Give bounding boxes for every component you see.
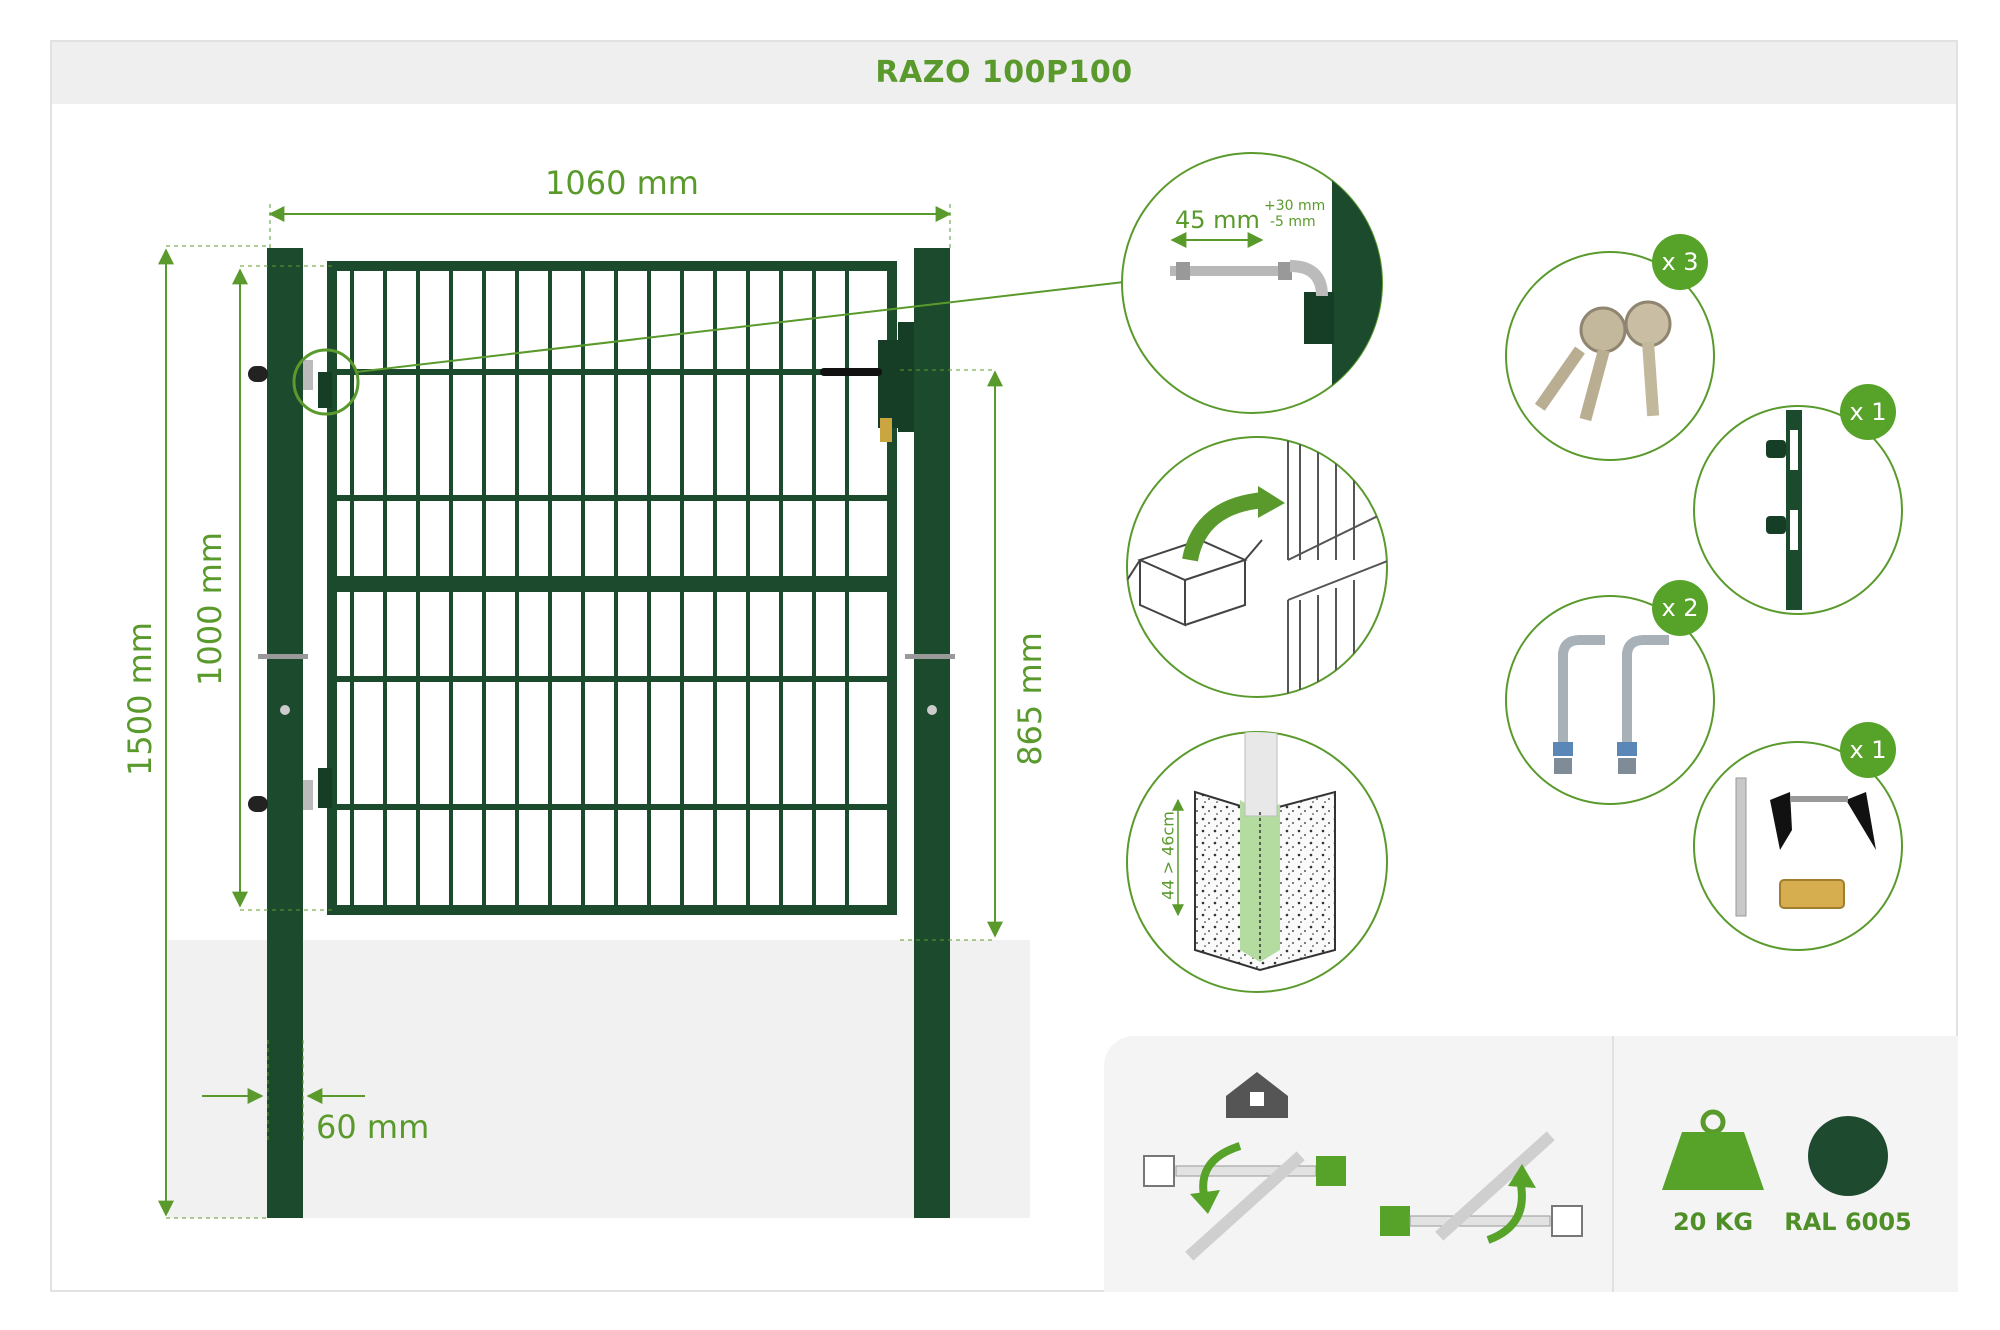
foundation-depth-label: 44 > 46cm — [1158, 811, 1178, 900]
hinge-bolts-count-badge: x 2 — [1652, 580, 1708, 636]
weight-icon — [1662, 1109, 1764, 1190]
gate-leaf — [327, 261, 897, 915]
handle-set-icon — [1693, 741, 1903, 951]
page-title: RAZO 100P100 — [875, 55, 1133, 90]
house-icon — [1226, 1072, 1288, 1118]
lock-box — [820, 322, 914, 442]
detail-hinge-bolt — [1121, 152, 1383, 414]
detail-foundation — [1126, 731, 1388, 993]
hinge-top — [248, 360, 332, 408]
hinge-tolerance-minus: -5 mm — [1270, 214, 1316, 230]
hinge-length-label: 45 mm — [1175, 206, 1260, 234]
title-bar — [52, 42, 1956, 104]
color-label: RAL 6005 — [1784, 1208, 1912, 1236]
lock-strike-count-badge: x 1 — [1840, 384, 1896, 440]
total-height-label: 1500 mm — [121, 622, 159, 776]
opening-diagram-right — [1380, 1131, 1583, 1244]
left-post — [267, 248, 303, 1218]
width-label: 1060 mm — [545, 164, 699, 202]
right-post — [914, 248, 950, 1218]
weight-label: 20 KG — [1672, 1208, 1754, 1236]
handle-height-label: 865 mm — [1011, 632, 1049, 766]
handle-set-count-badge: x 1 — [1840, 722, 1896, 778]
hinge-bottom — [248, 768, 332, 812]
post-width-label: 60 mm — [316, 1108, 430, 1146]
keys-count-badge: x 3 — [1652, 234, 1708, 290]
lock-strike-icon — [1693, 405, 1903, 615]
hinge-bolts-icon — [1505, 595, 1715, 805]
ground — [168, 940, 1030, 1218]
keys-icon — [1505, 251, 1715, 461]
opening-diagram-left — [1143, 1142, 1346, 1261]
hinge-tolerance-plus: +30 mm — [1264, 198, 1326, 214]
panel-divider — [1612, 1036, 1614, 1292]
detail-assembly — [1126, 436, 1388, 698]
gate-height-label: 1000 mm — [191, 532, 229, 686]
hinge-callout — [292, 348, 360, 416]
color-swatch-icon — [1808, 1116, 1888, 1196]
